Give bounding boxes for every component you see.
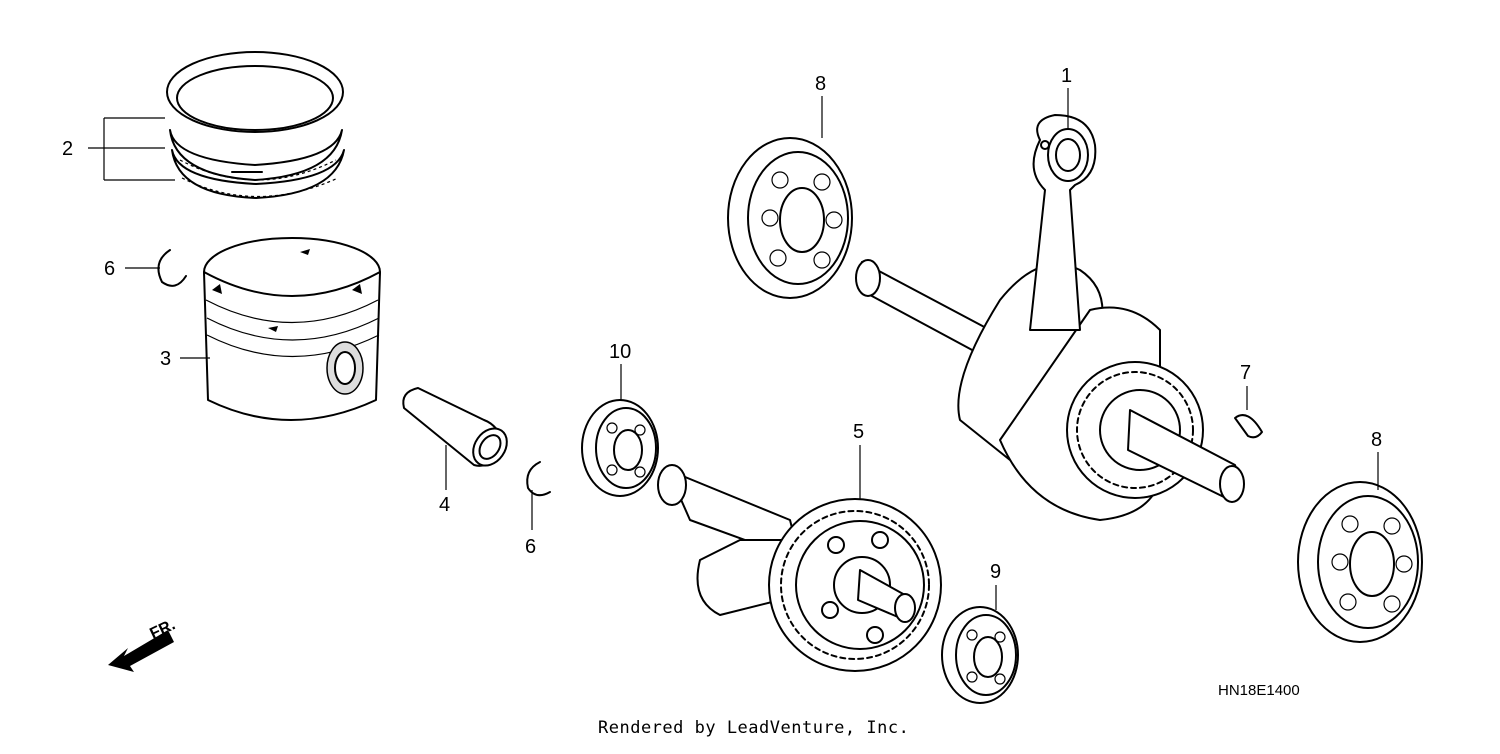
callout-7[interactable]: 7: [1240, 362, 1252, 384]
piston-rings[interactable]: [166, 51, 345, 199]
bearing-10[interactable]: [581, 399, 659, 497]
callout-3[interactable]: 3: [160, 348, 172, 370]
render-credit: Rendered by LeadVenture, Inc.: [598, 718, 910, 738]
bearing-8-right[interactable]: [1297, 481, 1423, 643]
balancer-shaft[interactable]: [657, 464, 942, 672]
callout-4[interactable]: 4: [439, 494, 451, 516]
callout-8-lower[interactable]: 8: [1371, 429, 1383, 451]
diagram-code: HN18E1400: [1218, 682, 1300, 699]
callout-8-upper[interactable]: 8: [815, 73, 827, 95]
woodruff-key[interactable]: [1234, 414, 1263, 439]
crankshaft-assembly[interactable]: [855, 114, 1245, 521]
bearing-9[interactable]: [941, 606, 1019, 704]
callout-2[interactable]: 2: [62, 138, 74, 160]
piston-circlip-upper[interactable]: [157, 249, 187, 287]
callout-5[interactable]: 5: [853, 421, 865, 443]
front-direction-arrow-icon: [108, 630, 174, 672]
bearing-8-left[interactable]: [727, 137, 853, 299]
callout-6-lower[interactable]: 6: [525, 536, 537, 558]
callout-10[interactable]: 10: [609, 341, 632, 363]
callout-9[interactable]: 9: [990, 561, 1002, 583]
piston[interactable]: [203, 237, 381, 421]
callout-6-upper[interactable]: 6: [104, 258, 116, 280]
piston-circlip-lower[interactable]: [526, 461, 551, 497]
piston-pin[interactable]: [402, 387, 513, 472]
leader-lines: [88, 88, 1379, 610]
callout-1[interactable]: 1: [1061, 65, 1073, 87]
